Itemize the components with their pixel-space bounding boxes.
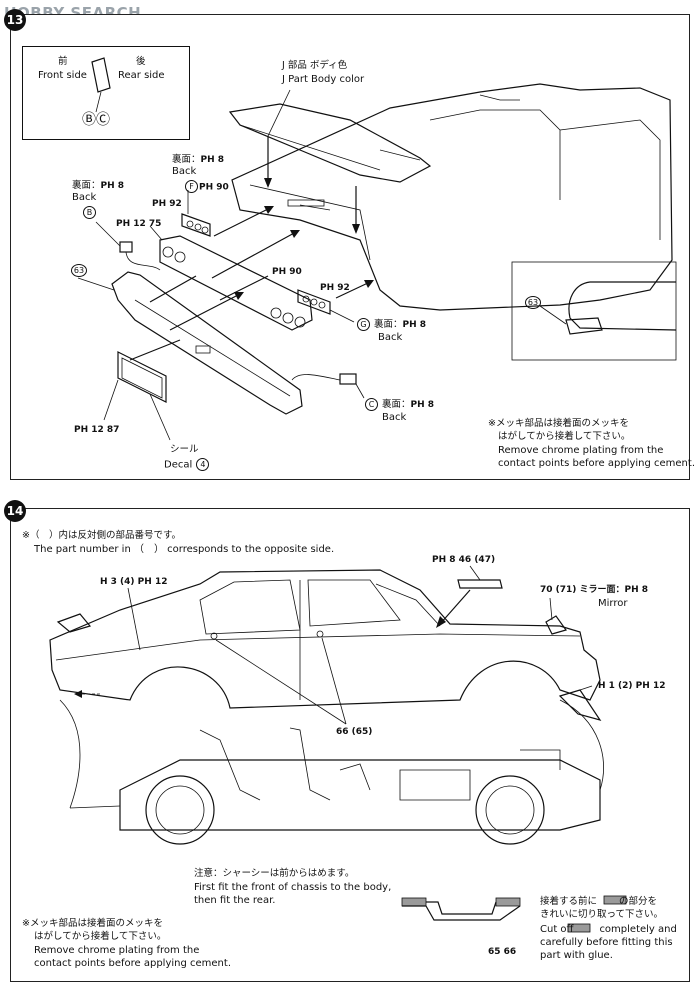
- inset-rear-jp: 後: [136, 56, 146, 67]
- back1-jp: 裏面：PH 8: [172, 154, 225, 165]
- inset-front-en: Front side: [38, 70, 87, 81]
- ph90-b: PH 90: [272, 267, 302, 277]
- part-b: B: [82, 206, 97, 220]
- plating-note-14-en2: contact points before applying cement.: [34, 958, 231, 969]
- jpart-en: J Part Body color: [282, 74, 365, 85]
- inset-parts-bc: ⒷⒸ: [82, 112, 110, 128]
- plating-note-13-en2: contact points before applying cement.: [498, 458, 695, 469]
- detail-63: 63: [524, 296, 542, 310]
- ph92-a: PH 92: [152, 199, 182, 209]
- step-13-panel: [10, 14, 690, 480]
- back4-en: Back: [382, 412, 407, 423]
- plating-note-14-jp1: ※メッキ部品は接着面のメッキを: [22, 918, 163, 929]
- step-14-panel: [10, 508, 690, 982]
- ph92-b: PH 92: [320, 283, 350, 293]
- plating-note-13-en1: Remove chrome plating from the: [498, 445, 664, 456]
- back3-en: Back: [378, 332, 403, 343]
- inset-front-rear-box: [22, 46, 190, 140]
- plating-note-13-jp2: はがしてから接着して下さい。: [498, 431, 631, 442]
- back2-en: Back: [72, 192, 97, 203]
- ph12-75: PH 12 75: [116, 219, 162, 229]
- plating-note-14-en1: Remove chrome plating from the: [34, 945, 200, 956]
- plating-note-14-jp2: はがしてから接着して下さい。: [34, 931, 167, 942]
- decal-en: Decal 4: [164, 458, 210, 472]
- mirror-label: 70 (71) ミラー面：PH 8: [540, 585, 649, 595]
- step-14-number: 14: [4, 500, 26, 522]
- step-13-number: 13: [4, 9, 26, 31]
- chassis-note-en2: then fit the rear.: [194, 895, 276, 906]
- inset-front-jp: 前: [58, 56, 68, 67]
- inset-rear-en: Rear side: [118, 70, 165, 81]
- parts-65-66: 65 66: [488, 947, 517, 957]
- cut-note-jp2: きれいに切り取って下さい。: [540, 909, 664, 920]
- chassis-note-en1: First fit the front of chassis to the bo…: [194, 882, 392, 893]
- chassis-note-jp: 注意：シャーシーは前からはめます。: [194, 868, 355, 879]
- back4-jp: C 裏面：PH 8: [364, 398, 434, 411]
- part-63: 63: [70, 264, 88, 278]
- cut-note-en2: carefully before fitting this: [540, 937, 673, 948]
- jpart-jp: J 部品 ボディ色: [282, 60, 348, 71]
- mirror-en: Mirror: [598, 598, 628, 609]
- back1-en: Back: [172, 166, 197, 177]
- back2-jp: 裏面：PH 8: [72, 180, 125, 191]
- seal-jp: シール: [170, 444, 199, 455]
- parts-66-65: 66 (65): [336, 727, 373, 737]
- back3-jp: G 裏面：PH 8: [356, 318, 426, 331]
- cut-note-en3: part with glue.: [540, 950, 613, 961]
- opposite-note-jp: ※（ ）内は反対側の部品番号です。: [22, 530, 182, 541]
- plating-note-13-jp1: ※メッキ部品は接着面のメッキを: [488, 418, 629, 429]
- opposite-note-en: The part number in （ ） corresponds to th…: [34, 544, 335, 555]
- h12-label: H 1 (2) PH 12: [598, 681, 666, 691]
- ph12-87: PH 12 87: [74, 425, 120, 435]
- h34-label: H 3 (4) PH 12: [100, 577, 168, 587]
- cut-note-jp1: 接着する前にの部分を: [540, 896, 658, 907]
- wing-label: PH 8 46 (47): [432, 555, 496, 565]
